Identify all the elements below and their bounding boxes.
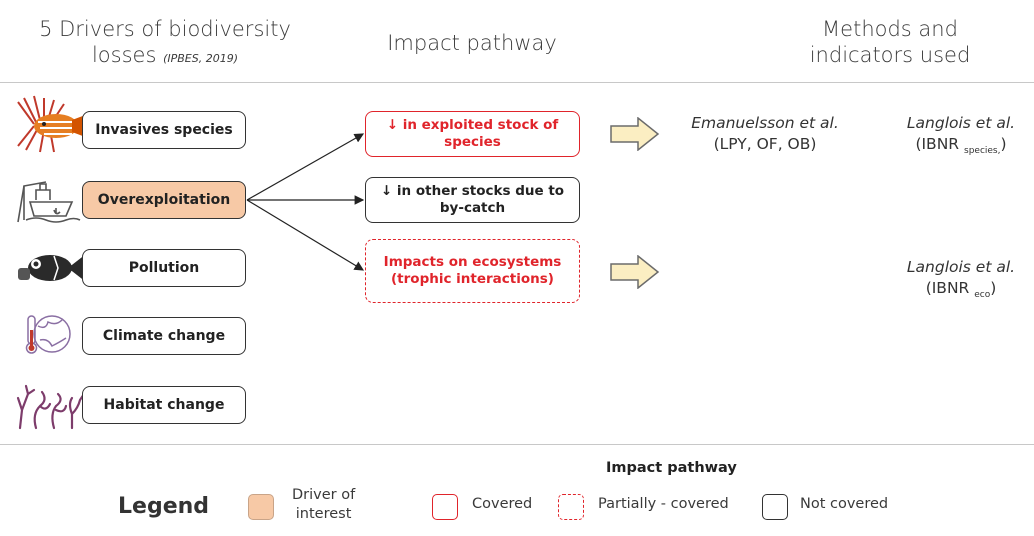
driver-invasives: Invasives species	[82, 111, 246, 149]
legend-driver-line1: Driver of	[292, 487, 356, 503]
connector-arrows	[246, 133, 365, 271]
pathway-ecosystems: Impacts on ecosystems (trophic interacti…	[365, 239, 580, 303]
pathway-bycatch: ↓ in other stocks due to by-catch	[365, 177, 580, 223]
ibnr-eco-close: )	[990, 279, 997, 297]
coral-icon	[16, 384, 86, 430]
ibnr-eco-label: (IBNR	[925, 279, 970, 297]
drivers-header-line1: 5 Drivers of biodiversity	[39, 17, 291, 41]
drivers-header-line2: losses	[91, 43, 157, 67]
legend-swatch-not-covered	[762, 494, 788, 520]
legend-pathway-heading: Impact pathway	[606, 460, 737, 476]
driver-climate-change: Climate change	[82, 317, 246, 355]
legend-divider	[0, 444, 1034, 445]
header-divider	[0, 82, 1034, 83]
method-langlois-eco: Langlois et al. (IBNR eco)	[888, 257, 1034, 306]
ibnr-eco-sub: eco	[974, 290, 991, 301]
drivers-header: 5 Drivers of biodiversity losses (IPBES,…	[20, 16, 310, 72]
legend-driver-label: Driver of interest	[292, 486, 355, 524]
method-langlois-species-author: Langlois et al.	[906, 114, 1016, 132]
driver-pollution: Pollution	[82, 249, 246, 287]
ibnr-species-sub: species,	[964, 146, 1001, 157]
block-arrow-1	[610, 117, 660, 151]
ibnr-species-close: )	[1000, 135, 1007, 153]
legend-partial-label: Partially - covered	[598, 496, 729, 512]
methods-header-line2: indicators used	[809, 43, 971, 67]
drivers-source: (IPBES, 2019)	[163, 52, 239, 65]
pathway-header: Impact pathway	[387, 31, 557, 55]
methods-header-line1: Methods and	[822, 17, 958, 41]
method-emanuelsson: Emanuelsson et al. (LPY, OF, OB)	[680, 113, 850, 155]
driver-overexploitation: Overexploitation	[82, 181, 246, 219]
pathway-exploited-stock: ↓ in exploited stock of species	[365, 111, 580, 157]
legend-swatch-driver	[248, 494, 274, 520]
legend-swatch-covered	[432, 494, 458, 520]
legend-covered-label: Covered	[472, 496, 533, 512]
method-langlois-eco-author: Langlois et al.	[906, 258, 1016, 276]
method-langlois-species-indicators: (IBNR species,)	[888, 134, 1034, 162]
globe-thermometer-icon	[25, 315, 71, 354]
fish-gasmask-icon	[18, 254, 86, 282]
fishing-boat-icon	[17, 181, 81, 223]
legend-not-covered-label: Not covered	[800, 496, 889, 512]
method-langlois-eco-indicators: (IBNR eco)	[888, 278, 1034, 306]
driver-habitat-change: Habitat change	[82, 386, 246, 424]
block-arrow-2	[610, 255, 660, 289]
legend-driver-line2: interest	[295, 506, 352, 522]
drivers-header-line2-wrap: losses (IPBES, 2019)	[20, 42, 310, 72]
method-langlois-species: Langlois et al. (IBNR species,)	[888, 113, 1034, 162]
legend-title: Legend	[118, 494, 210, 519]
arrow-to-exploited	[246, 133, 365, 201]
legend-swatch-partial	[558, 494, 584, 520]
methods-header: Methods and indicators used	[770, 16, 1010, 68]
arrow-to-ecosystems	[246, 199, 365, 271]
method-emanuelsson-author: Emanuelsson et al.	[691, 114, 839, 132]
ibnr-species-label: (IBNR	[915, 135, 960, 153]
method-emanuelsson-indicators: (LPY, OF, OB)	[713, 135, 817, 153]
